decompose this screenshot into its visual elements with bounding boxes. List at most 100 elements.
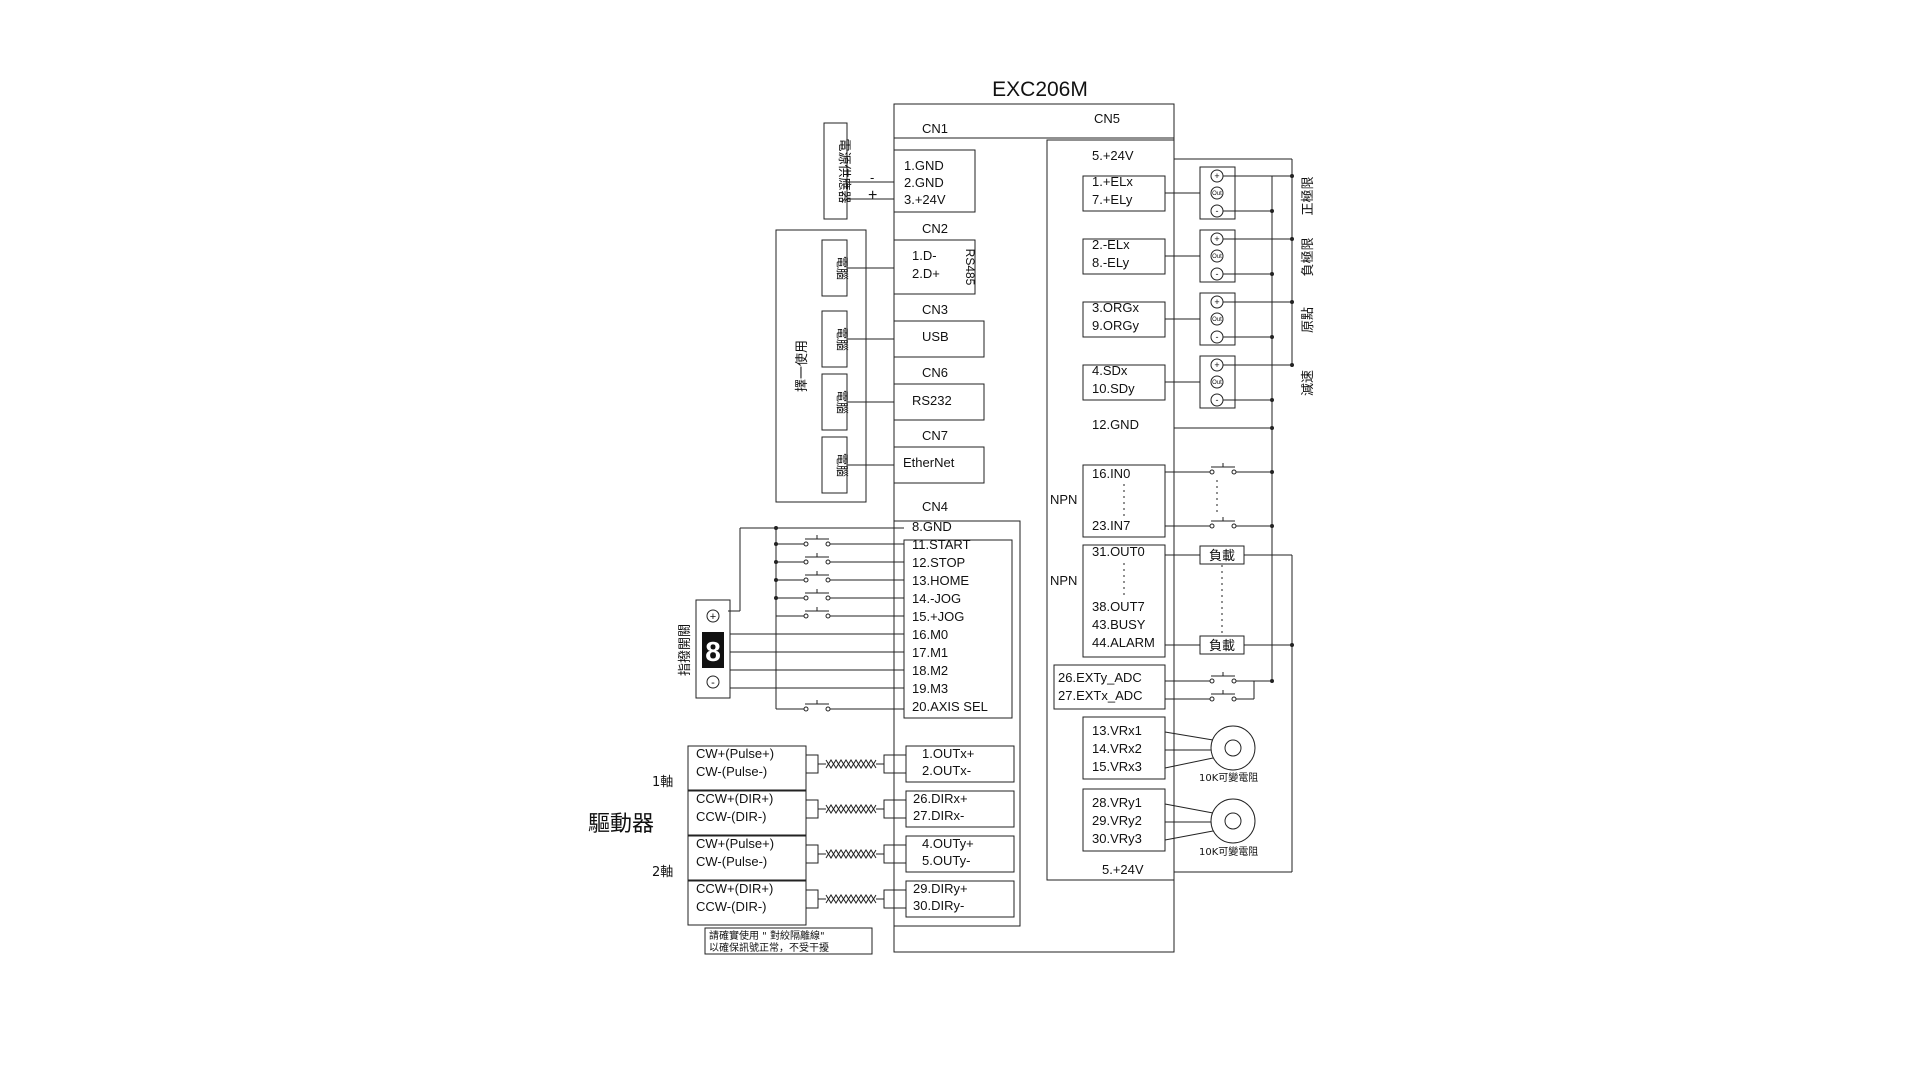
cn4-pin-jog-plus: 15.+JOG bbox=[912, 609, 964, 624]
cn4-diry-plus: 29.DIRy+ bbox=[913, 881, 968, 896]
cn2-pin-2: 2.D+ bbox=[912, 266, 940, 281]
dial-minus: - bbox=[711, 677, 715, 689]
twisted-pair-outx bbox=[806, 754, 906, 774]
cn4-block bbox=[893, 520, 1021, 927]
sensor-pin-orgy: 9.ORGy bbox=[1092, 318, 1139, 333]
cn4-input-block bbox=[903, 539, 1013, 719]
load-label-alarm: 負載 bbox=[1209, 639, 1235, 654]
cn4-outx-block bbox=[905, 745, 1015, 783]
cn5-gnd12: 12.GND bbox=[1092, 417, 1139, 432]
cn2-protocol: RS485 bbox=[963, 249, 977, 286]
cn7-label: CN7 bbox=[922, 428, 948, 443]
power-supply-label: 電源供應器 bbox=[836, 138, 852, 203]
ext-adc-y: 26.EXTy_ADC bbox=[1058, 670, 1142, 685]
cn6-rs232: RS232 bbox=[912, 393, 952, 408]
sensor3-out: Out bbox=[1212, 317, 1222, 323]
sensor-group-origin: 3.ORGx 9.ORGy + Out - bbox=[1082, 292, 1294, 346]
input-in0: 16.IN0 bbox=[1092, 466, 1130, 481]
output-out7: 38.OUT7 bbox=[1092, 599, 1145, 614]
driver-port-3: CCW+(DIR+) bbox=[696, 791, 773, 806]
cn5-block bbox=[1046, 139, 1175, 881]
label-plus-limit: 正極限 bbox=[1300, 176, 1316, 215]
ext-adc-block bbox=[1053, 664, 1166, 710]
cn4-outy-block bbox=[905, 835, 1015, 873]
driver-port-1: CW+(Pulse+) bbox=[696, 746, 774, 761]
pc-label-ethernet: 電腦 bbox=[835, 453, 850, 477]
output-alarm: 44.ALARM bbox=[1092, 635, 1155, 650]
sensor2-minus: - bbox=[1216, 269, 1219, 279]
power-supply-box bbox=[823, 122, 848, 220]
cn4-diry-block bbox=[905, 880, 1015, 918]
dial-plus-icon bbox=[706, 609, 720, 623]
sensor4-minus: - bbox=[1216, 395, 1219, 405]
cn5-24v-bottom: 5.+24V bbox=[1102, 862, 1144, 877]
cn2-label: CN2 bbox=[922, 221, 948, 236]
cn4-pin-m2: 18.M2 bbox=[912, 663, 948, 678]
dial-digit: 8 bbox=[705, 636, 721, 667]
sensor-pin-elx-minus: 2.-ELx bbox=[1092, 237, 1130, 252]
vr-x3: 15.VRx3 bbox=[1092, 759, 1142, 774]
module-title: EXC206M bbox=[992, 78, 1088, 101]
sensor1-plus: + bbox=[1214, 171, 1219, 181]
driver-port-8: CCW-(DIR-) bbox=[696, 899, 767, 914]
sensor4-plus: + bbox=[1214, 360, 1219, 370]
driver-port-2: CW-(Pulse-) bbox=[696, 764, 767, 779]
cn4-pin-m0: 16.M0 bbox=[912, 627, 948, 642]
choose-one-label: 擇一使用 bbox=[794, 340, 810, 392]
cn5-label: CN5 bbox=[1094, 111, 1120, 126]
sensor-pin-orgx: 3.ORGx bbox=[1092, 300, 1139, 315]
switch-axis-sel bbox=[776, 700, 904, 712]
pc-group-box bbox=[775, 229, 867, 503]
ext-adc-switch-x bbox=[1165, 690, 1254, 702]
vr-y-block bbox=[1082, 788, 1166, 852]
cn4-pin-start: 11.START bbox=[912, 537, 971, 552]
cn3-label: CN3 bbox=[922, 302, 948, 317]
driver-port-7: CCW+(DIR+) bbox=[696, 881, 773, 896]
cn3-usb: USB bbox=[922, 329, 949, 344]
input-switch-in0 bbox=[1165, 463, 1272, 475]
cn2-block bbox=[893, 239, 976, 295]
driver-port-4: CCW-(DIR-) bbox=[696, 809, 767, 824]
cn4-outy-minus: 5.OUTy- bbox=[922, 853, 970, 868]
input-in7: 23.IN7 bbox=[1092, 518, 1130, 533]
switch-home bbox=[776, 571, 904, 583]
switch-jog-minus bbox=[776, 589, 904, 601]
driver-axis1: 1軸 bbox=[652, 775, 673, 790]
sensor-pin-ely-plus: 7.+ELy bbox=[1092, 192, 1133, 207]
note-line-1: 請確實使用 " 對絞隔離線" bbox=[709, 929, 825, 942]
cn4-dirx-minus: 27.DIRx- bbox=[913, 808, 964, 823]
sensor-pin-elx-plus: 1.+ELx bbox=[1092, 174, 1133, 189]
ext-adc-x: 27.EXTx_ADC bbox=[1058, 688, 1143, 703]
ext-adc-switch-y bbox=[1165, 672, 1272, 684]
vr-x-block bbox=[1082, 716, 1166, 780]
vr-y3: 30.VRy3 bbox=[1092, 831, 1142, 846]
twisted-pair-diry bbox=[806, 889, 906, 909]
sensor-pin-ely-minus: 8.-ELy bbox=[1092, 255, 1130, 270]
dial-digit-display bbox=[702, 632, 724, 668]
vr-y-label: 10K可變電阻 bbox=[1199, 845, 1258, 858]
sensor3-plus: + bbox=[1214, 297, 1219, 307]
cn7-ethernet: EtherNet bbox=[903, 455, 955, 470]
power-minus: - bbox=[870, 170, 874, 185]
pc-label-rs232: 電腦 bbox=[835, 390, 850, 414]
sensor-group-plus-limit: 1.+ELx 7.+ELy + Out - bbox=[1082, 166, 1294, 220]
potentiometer-x-icon bbox=[1164, 725, 1256, 771]
sensor-group-slowdown: 4.SDx 10.SDy + Out - bbox=[1082, 355, 1294, 409]
cn4-pin-m1: 17.M1 bbox=[912, 645, 948, 660]
driver-port-5: CW+(Pulse+) bbox=[696, 836, 774, 851]
switch-start bbox=[776, 535, 904, 547]
label-slowdown: 減速 bbox=[1300, 370, 1316, 396]
dial-switch-label: 指撥開關 bbox=[678, 624, 693, 676]
driver-title: 驅動器 bbox=[588, 812, 654, 837]
input-block bbox=[1082, 464, 1166, 538]
note-box bbox=[704, 927, 873, 955]
cn4-dirx-plus: 26.DIRx+ bbox=[913, 791, 968, 806]
driver-ax1-dir bbox=[687, 790, 807, 836]
vr-x-label: 10K可變電阻 bbox=[1199, 771, 1258, 784]
cn4-pin-axis-sel: 20.AXIS SEL bbox=[912, 699, 988, 714]
sensor-pin-sdx: 4.SDx bbox=[1092, 363, 1128, 378]
sensor2-out: Out bbox=[1212, 254, 1222, 260]
cn1-pin-1: 1.GND bbox=[904, 158, 944, 173]
cn1-pin-2: 2.GND bbox=[904, 175, 944, 190]
